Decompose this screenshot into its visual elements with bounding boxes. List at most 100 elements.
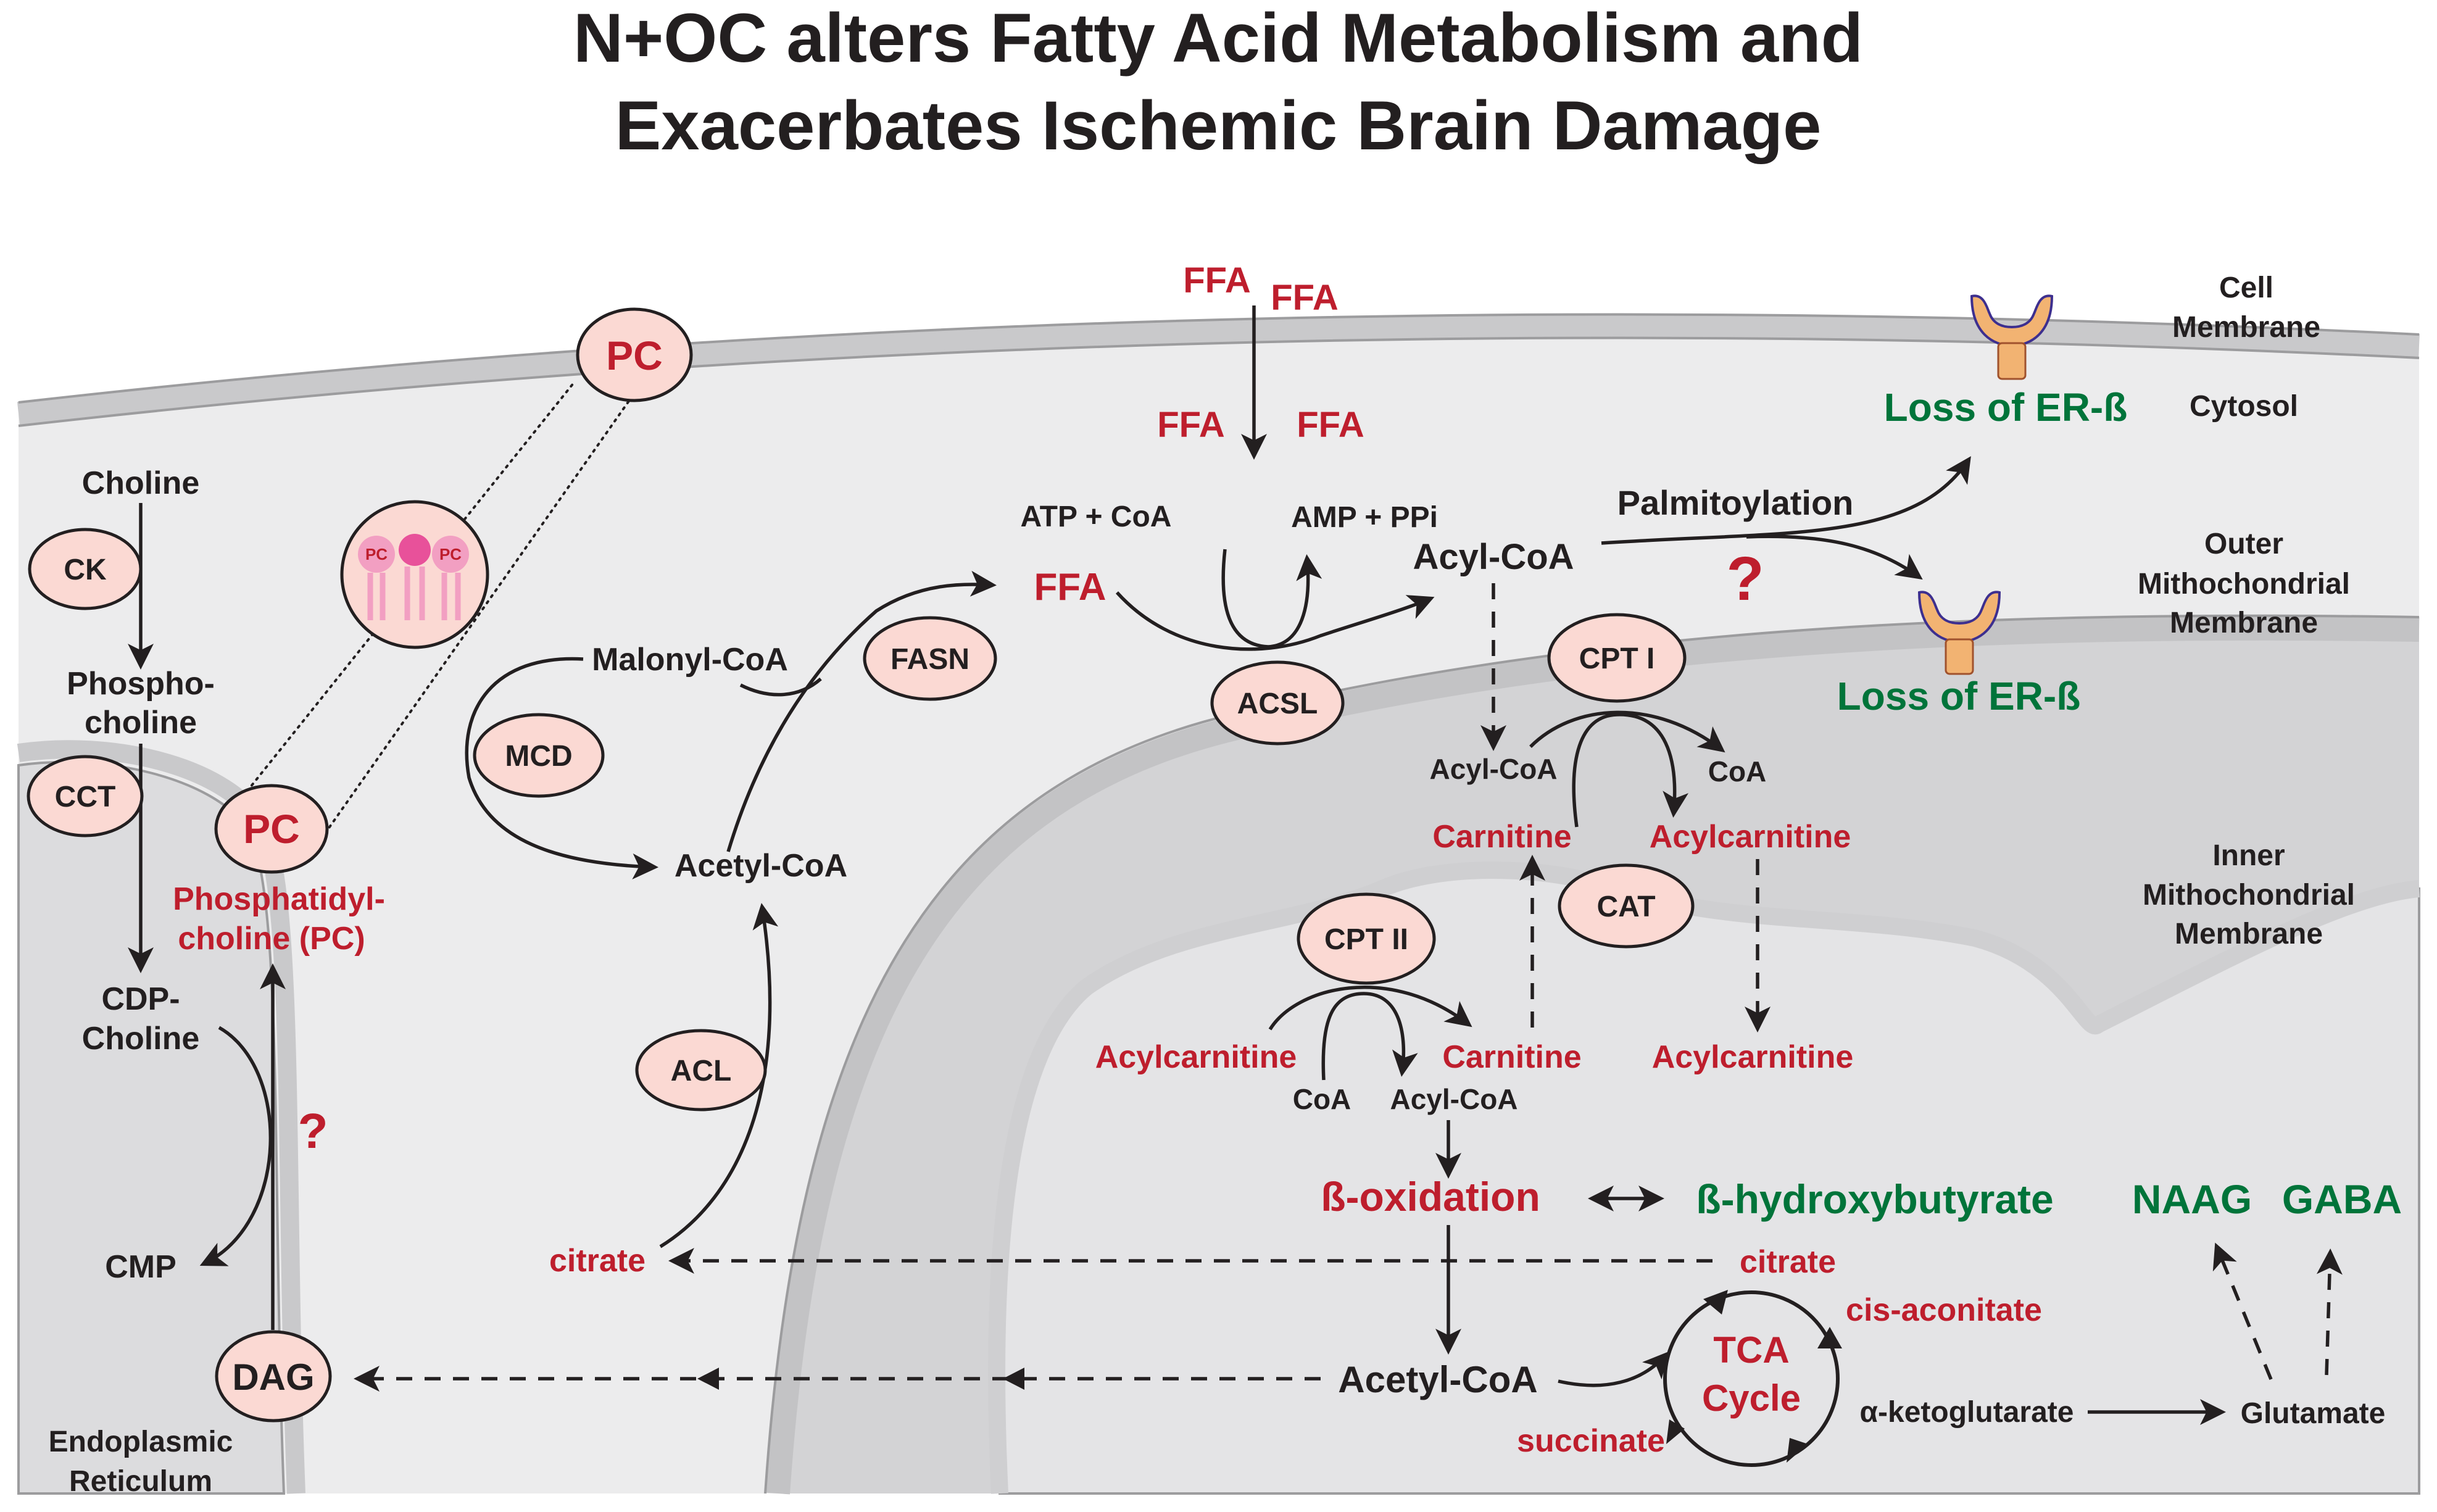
enzyme-cat bbox=[1558, 863, 1695, 949]
label-outer-1: Outer bbox=[2204, 528, 2283, 560]
carnitine-outer: Carnitine bbox=[1432, 819, 1571, 855]
enzyme-acsl bbox=[1210, 660, 1345, 746]
pc-lipid-icon bbox=[358, 534, 469, 620]
label-cell-membrane: Membrane bbox=[2172, 311, 2320, 344]
ffa-d: FFA bbox=[1297, 405, 1364, 445]
tca-label-1: TCA bbox=[1713, 1329, 1789, 1371]
enzyme-acl-label: ACL bbox=[671, 1055, 732, 1087]
pc-lipid-label-a: PC bbox=[365, 545, 388, 563]
tca-label-2: Cycle bbox=[1702, 1377, 1801, 1419]
label-outer-3: Membrane bbox=[2170, 607, 2318, 639]
acylcarnitine-matrix: Acylcarnitine bbox=[1095, 1039, 1297, 1075]
palmitoylation: Palmitoylation bbox=[1617, 483, 1854, 522]
label-cytosol: Cytosol bbox=[2190, 390, 2298, 423]
enzyme-pc-top bbox=[576, 307, 693, 402]
citrate-mito: citrate bbox=[1740, 1244, 1836, 1280]
arrow-acetylcoa-tca bbox=[1558, 1351, 1669, 1387]
enzyme-fasn-label: FASN bbox=[891, 643, 969, 676]
label-inner-2: Mithochondrial bbox=[2143, 879, 2355, 912]
enzyme-acl bbox=[635, 1029, 767, 1111]
acylcarnitine-outer: Acylcarnitine bbox=[1650, 819, 1851, 855]
label-er-1: Endoplasmic bbox=[49, 1426, 233, 1458]
enzyme-mcd bbox=[473, 713, 605, 798]
coa-cpt2: CoA bbox=[1293, 1083, 1351, 1115]
acyl-coa-cpt1: Acyl-CoA bbox=[1429, 753, 1557, 785]
loss-er-b-membrane: Loss of ER-ß bbox=[1884, 385, 2128, 430]
cell-membrane-edge-b bbox=[18, 336, 2420, 427]
acyl-coa-cpt2: Acyl-CoA bbox=[1390, 1083, 1517, 1115]
pc-lipid-label-b: PC bbox=[439, 545, 462, 563]
alpha-ketoglutarate: α-ketoglutarate bbox=[1860, 1396, 2074, 1429]
title-line-2: Exacerbates Ischemic Brain Damage bbox=[615, 87, 1822, 164]
arrow-cpt1-coa bbox=[1529, 710, 1725, 753]
naag: NAAG bbox=[2132, 1176, 2252, 1222]
ffa-e: FFA bbox=[1034, 566, 1106, 609]
enzyme-cpt2 bbox=[1297, 892, 1436, 985]
arrow-atp-coa-in bbox=[1221, 549, 1269, 649]
enzyme-pc-mid bbox=[214, 784, 329, 874]
coa-cpt1: CoA bbox=[1708, 755, 1767, 787]
ffa-a: FFA bbox=[1183, 260, 1251, 301]
label-cell: Cell bbox=[2219, 272, 2273, 304]
label-inner-3: Membrane bbox=[2175, 918, 2323, 950]
carnitine-inner: Carnitine bbox=[1442, 1039, 1581, 1075]
arrow-malonyl-fasn bbox=[739, 677, 822, 697]
enzyme-fasn bbox=[863, 616, 997, 701]
cmp: CMP bbox=[105, 1249, 176, 1285]
arrow-amp-ppi-out bbox=[1268, 554, 1322, 649]
acyl-coa-main: Acyl-CoA bbox=[1413, 537, 1574, 577]
tca-arrowhead-c bbox=[1787, 1438, 1808, 1463]
label-outer-2: Mithochondrial bbox=[2138, 568, 2350, 600]
loss-er-b-mito: Loss of ER-ß bbox=[1837, 674, 2081, 718]
enzyme-dag-label: DAG bbox=[232, 1356, 314, 1398]
cdp-choline-1: CDP- bbox=[101, 981, 180, 1017]
arrow-glutamate-gaba bbox=[2316, 1248, 2343, 1376]
cell-membrane bbox=[17, 314, 2420, 425]
question-mark-er: ? bbox=[298, 1103, 328, 1158]
endoplasmic-reticulum bbox=[17, 760, 286, 1495]
enzyme-pc-mid-label: PC bbox=[243, 806, 300, 852]
amp-ppi: AMP + PPi bbox=[1291, 501, 1438, 534]
choline: Choline bbox=[82, 465, 200, 501]
question-mark-palmitoylation: ? bbox=[1726, 544, 1764, 613]
arrow-ffa-acylcoa bbox=[1115, 591, 1435, 651]
enzyme-ck-label: CK bbox=[64, 554, 107, 586]
arrow-acetyl-ffa bbox=[726, 570, 997, 852]
label-inner-1: Inner bbox=[2212, 839, 2285, 872]
tca-arrowhead-b bbox=[1817, 1327, 1842, 1348]
arrow-cpt2-carnitine bbox=[1268, 986, 1472, 1031]
receptor-mito-icon bbox=[1917, 591, 2001, 675]
acetyl-coa-cytosol: Acetyl-CoA bbox=[675, 848, 847, 884]
arrow-palmitoylation-mito bbox=[1746, 534, 1923, 580]
arrow-cdp-cmp bbox=[199, 1026, 272, 1266]
cdp-choline-2: Choline bbox=[82, 1021, 200, 1057]
arrow-cpt1-loop bbox=[1572, 713, 1689, 828]
pc-lipid-bubble bbox=[340, 500, 489, 649]
cis-aconitate: cis-aconitate bbox=[1846, 1292, 2042, 1328]
enzyme-mcd-label: MCD bbox=[505, 740, 572, 773]
arrowhead-mid-1 bbox=[1003, 1368, 1024, 1390]
enzyme-pc-top-label: PC bbox=[606, 333, 663, 378]
malonyl-coa: Malonyl-CoA bbox=[592, 642, 788, 678]
phosphocholine-2: choline bbox=[85, 705, 197, 741]
receptor-membrane-icon bbox=[1970, 294, 2054, 380]
phosphatidylcholine-2: choline (PC) bbox=[178, 921, 365, 957]
arrow-glutamate-naag bbox=[2212, 1242, 2273, 1381]
arrow-malonyl-acetyl bbox=[465, 657, 658, 879]
arrow-palmitoylation-membrane bbox=[1601, 456, 1971, 545]
enzyme-acsl-label: ACSL bbox=[1237, 687, 1318, 720]
enzyme-cct-label: CCT bbox=[55, 781, 116, 813]
tca-arrowhead-d bbox=[1666, 1419, 1685, 1444]
b-hydroxybutyrate: ß-hydroxybutyrate bbox=[1696, 1176, 2053, 1222]
phosphatidylcholine-1: Phosphatidyl- bbox=[173, 881, 385, 917]
enzyme-cpt1 bbox=[1547, 613, 1687, 703]
arrow-citrate-acetyl bbox=[659, 903, 779, 1248]
citrate-cytosol: citrate bbox=[549, 1243, 646, 1279]
tca-arrowhead-a bbox=[1703, 1290, 1728, 1315]
title-line-1: N+OC alters Fatty Acid Metabolism and bbox=[573, 0, 1863, 77]
enzyme-ck bbox=[28, 528, 143, 610]
enzyme-cct bbox=[27, 755, 144, 837]
enzyme-cat-label: CAT bbox=[1596, 891, 1655, 923]
glutamate: Glutamate bbox=[2241, 1397, 2386, 1430]
